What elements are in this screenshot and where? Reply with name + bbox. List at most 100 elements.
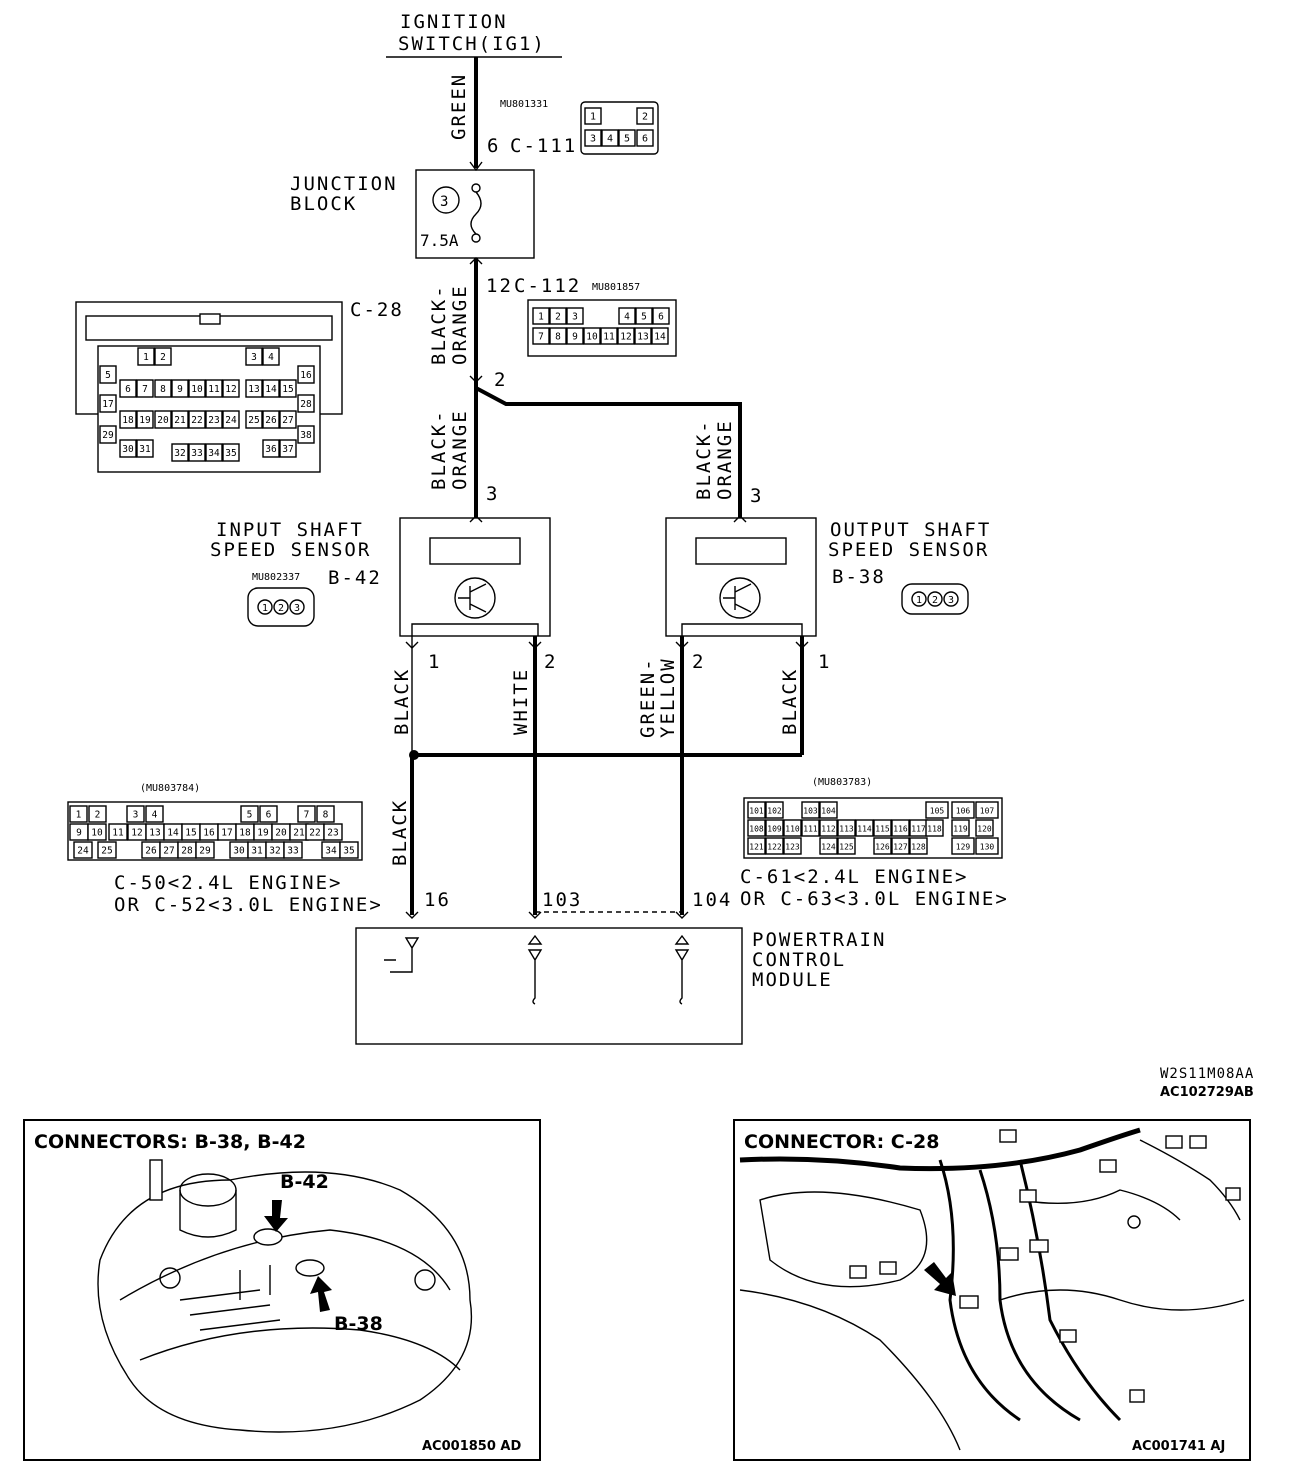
- connector-pin-cell: [765, 801, 784, 819]
- fuse-number: 3: [440, 194, 450, 210]
- connector-pin-label: 6: [642, 134, 648, 145]
- terminal-markers: [405, 161, 809, 919]
- connector-pin-label: 31: [251, 846, 263, 857]
- panel-connectors-b38-b42: CONNECTORS: B-38, B-42 B-42 B-38 AC00185…: [23, 1119, 541, 1461]
- wire-label-black-c: BLACK: [389, 799, 411, 866]
- connector-pin-label: 23: [208, 415, 219, 426]
- connector-pin-cell: [119, 439, 137, 458]
- connector-pin-label: 3: [133, 810, 139, 821]
- connector-pin-cell: [601, 129, 619, 147]
- connector-pin-label: 130: [980, 843, 995, 852]
- connector-pin-label: 5: [247, 810, 253, 821]
- connector-pin-cell: [297, 805, 316, 823]
- pcm-white-terminal: [527, 934, 543, 1005]
- connector-pin-cell: [126, 805, 145, 823]
- pcm-label-2: CONTROL: [752, 949, 846, 971]
- harness-connector-k: [1059, 1329, 1077, 1343]
- connector-pin-cell: [801, 819, 820, 837]
- panel-left-frame: [23, 1119, 541, 1461]
- connector-pin-cell: [257, 599, 273, 615]
- harness-connector-b: [879, 1261, 897, 1275]
- connector-pin-cell: [205, 443, 223, 462]
- connector-pin-cell: [617, 327, 635, 345]
- connector-pin-label: 18: [122, 415, 134, 426]
- panel-left-title: CONNECTORS: B-38, B-42: [34, 1131, 306, 1153]
- connector-pin-label: 114: [857, 825, 872, 834]
- connector-pin-label: 1: [143, 352, 149, 363]
- c61-label-1: C-61<2.4L ENGINE>: [740, 866, 968, 888]
- pcm-label-1: POWERTRAIN: [752, 929, 886, 951]
- wire-label-black-orange-2b: ORANGE: [449, 409, 471, 490]
- connector-pin-cell: [927, 591, 943, 607]
- connector-pin-label: 116: [893, 825, 908, 834]
- connector-pin-label: 120: [977, 825, 992, 834]
- connector-pin-label: 2: [160, 352, 166, 363]
- connector-pin-cell: [205, 379, 223, 398]
- connector-pin-label: 13: [248, 384, 259, 395]
- input-sensor-label-2: SPEED SENSOR: [210, 539, 371, 561]
- c111-name: C-111: [510, 135, 577, 157]
- connector-pin-label: 26: [145, 846, 157, 857]
- fuse-rating: 7.5A: [420, 231, 459, 250]
- connector-pin-label: 11: [208, 384, 220, 395]
- connector-b42: [253, 1228, 283, 1246]
- osss-pin-2: 2: [692, 651, 705, 673]
- connector-pin-cell: [154, 347, 172, 366]
- connector-pin-cell: [262, 347, 280, 366]
- connector-pin-label: 5: [624, 134, 630, 145]
- transmission-illustration: [97, 1159, 473, 1433]
- output-sensor-output-lines: [681, 623, 803, 636]
- connector-pin-label: 2: [278, 603, 284, 614]
- connector-pin-cell: [108, 823, 128, 841]
- connector-pin-cell: [339, 841, 359, 859]
- wire-label-black-orange-2a: BLACK-: [428, 409, 450, 490]
- input-shaft-speed-sensor: INPUT SHAFT SPEED SENSOR MU802337 B-42 1…: [210, 517, 551, 637]
- connector-pin-label: 20: [275, 828, 287, 839]
- connector-pin-label: 4: [152, 810, 158, 821]
- connector-pin-label: 119: [953, 825, 968, 834]
- connector-pin-cell: [909, 837, 928, 855]
- connector-pin-label: 10: [191, 384, 203, 395]
- pcm-ground-terminal: [384, 937, 420, 973]
- connector-pin-label: 7: [304, 810, 310, 821]
- connector-pin-label: 111: [803, 825, 818, 834]
- harness-small-branches: [1019, 1139, 1241, 1221]
- connector-pin-label: 109: [767, 825, 782, 834]
- panel-right-figure-id: AC001741 AJ: [1132, 1439, 1225, 1454]
- connector-pin-label: 33: [191, 448, 202, 459]
- connector-pin-label: 107: [980, 807, 995, 816]
- connector-pin-label: 35: [225, 448, 236, 459]
- harness-connector-c28: [959, 1295, 979, 1309]
- connector-pin-label: 101: [749, 807, 764, 816]
- connector-pin-label: 32: [269, 846, 280, 857]
- connector-pin-cell: [297, 394, 315, 413]
- ground-splice: [409, 750, 419, 760]
- split-pin: 2: [494, 369, 507, 391]
- connector-pin-label: 105: [930, 807, 945, 816]
- connector-pin-label: 19: [139, 415, 151, 426]
- fuse-symbol: [470, 191, 482, 235]
- connector-pin-label: 14: [654, 332, 666, 343]
- harness-connector-a: [849, 1265, 867, 1279]
- junction-block: JUNCTION BLOCK 3 7.5A: [290, 169, 535, 259]
- connector-pin-cell: [635, 307, 653, 325]
- b42-part: MU802337: [252, 572, 300, 583]
- isss-supply-pin: 3: [486, 483, 499, 505]
- connector-pin-cell: [297, 425, 315, 444]
- connector-pin-cell: [873, 819, 892, 837]
- connector-pin-cell: [222, 410, 240, 429]
- connector-pin-cell: [747, 801, 766, 819]
- connector-pin-cell: [975, 837, 999, 855]
- connector-pin-cell: [566, 307, 584, 325]
- wire-label-green-yellow-b: YELLOW: [657, 657, 679, 738]
- connector-pin-cell: [88, 805, 107, 823]
- osss-supply-pin: 3: [750, 485, 763, 507]
- connector-pin-label: 2: [555, 312, 561, 323]
- connector-pin-label: 5: [105, 370, 111, 381]
